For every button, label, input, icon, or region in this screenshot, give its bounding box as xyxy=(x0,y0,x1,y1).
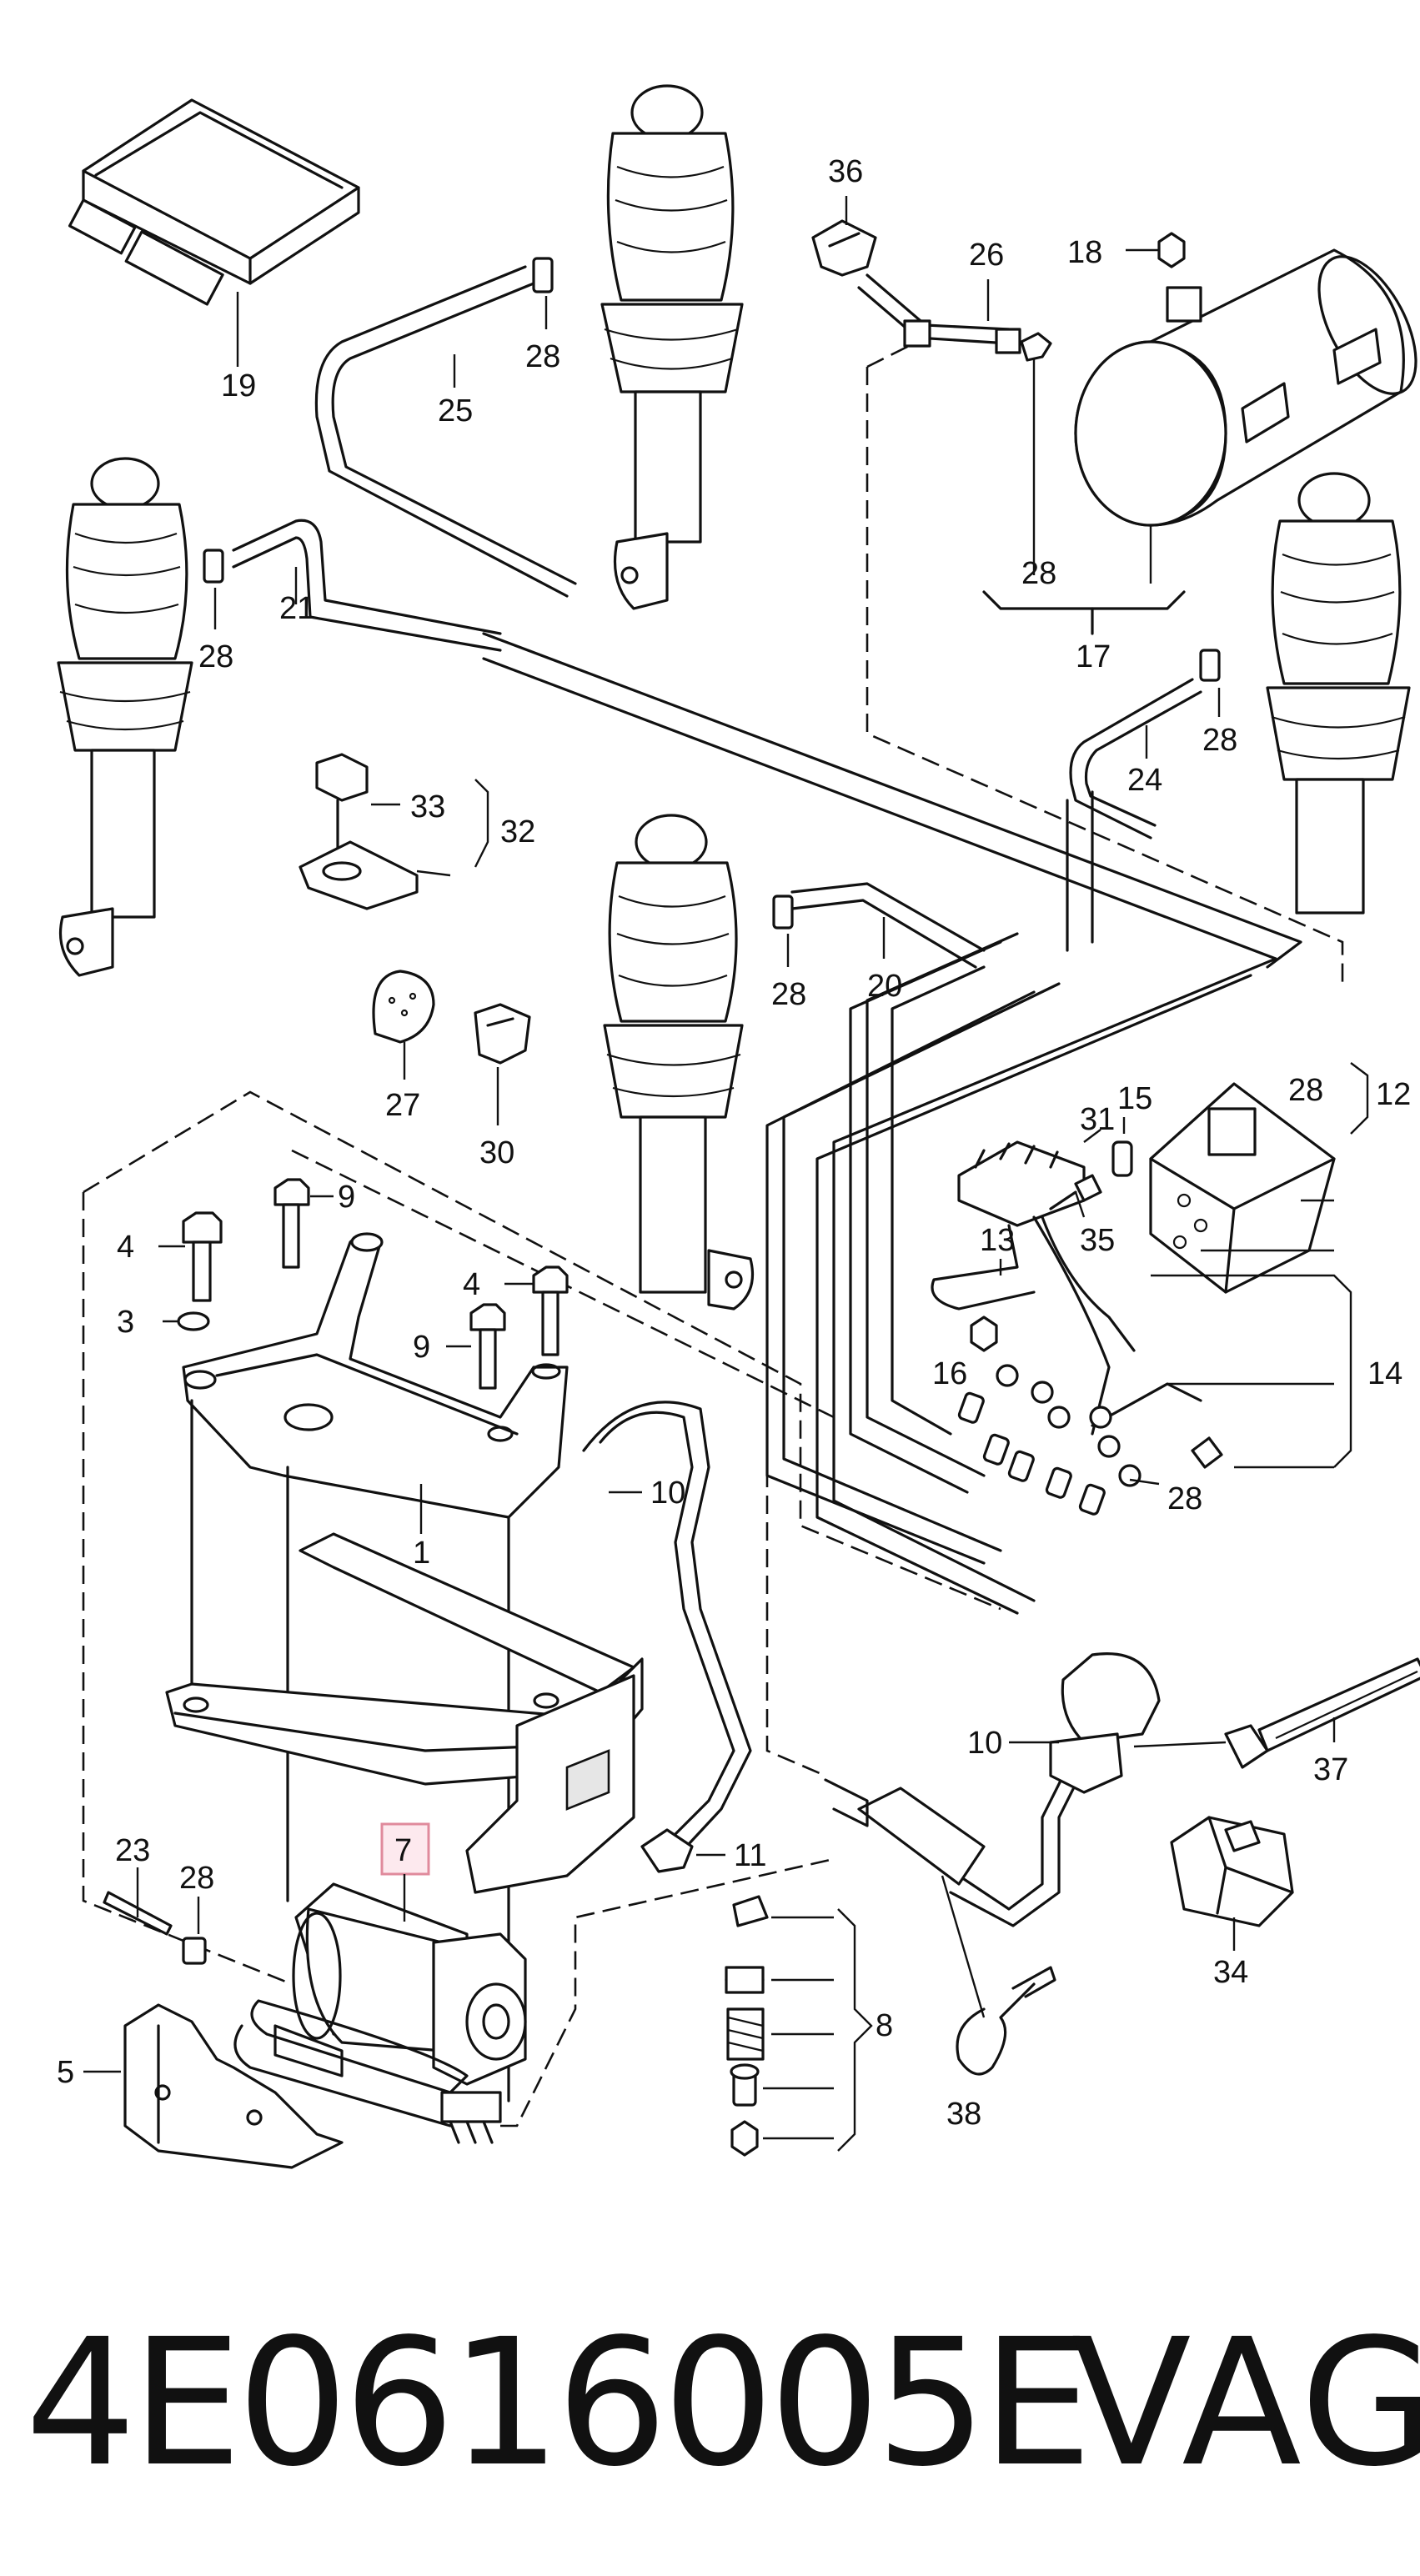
callout-4: 4 xyxy=(463,1267,480,1302)
fitting-28-b xyxy=(1020,332,1052,362)
callout-28: 28 xyxy=(771,977,806,1012)
callout-26: 26 xyxy=(969,238,1004,273)
callout-13: 13 xyxy=(980,1223,1015,1258)
callout-23: 23 xyxy=(115,1833,150,1868)
valve-block-12 xyxy=(1149,1062,1369,1294)
cable-tie-37 xyxy=(1133,1657,1420,1769)
callout-35: 35 xyxy=(1080,1223,1115,1258)
callout-31: 31 xyxy=(1080,1102,1115,1137)
line-24 xyxy=(1069,678,1202,839)
callout-3: 3 xyxy=(117,1305,134,1340)
pressure-reservoir xyxy=(982,248,1417,635)
clamp-11 xyxy=(640,1828,725,1873)
callout-28: 28 xyxy=(525,339,560,374)
bolt-4-left xyxy=(158,1211,223,1302)
callout-17: 17 xyxy=(1076,639,1111,674)
callout-9: 9 xyxy=(413,1330,430,1365)
clip-36 xyxy=(811,196,877,277)
callout-28: 28 xyxy=(1202,723,1237,758)
callout-24: 24 xyxy=(1127,763,1162,798)
valve-block-31 xyxy=(957,1129,1101,1227)
exploded-parts-diagram: 19 28 25 36 26 18 28 17 21 28 24 28 33 3… xyxy=(57,84,1420,2169)
bolt-4-right xyxy=(504,1265,569,1356)
bolt-9-left xyxy=(273,1178,334,1269)
footer: 4E0616005E VAG xyxy=(0,2301,1420,2551)
callout-25: 25 xyxy=(438,393,473,428)
line-20 xyxy=(790,882,986,969)
callout-19: 19 xyxy=(221,368,256,403)
callout-34: 34 xyxy=(1213,1955,1248,1990)
callout-28: 28 xyxy=(1167,1481,1202,1516)
grommets-14 xyxy=(957,1249,1352,1516)
air-strut-2 xyxy=(57,457,193,977)
callout-32: 32 xyxy=(500,814,535,849)
bracket-32 xyxy=(299,753,489,910)
air-strut-4 xyxy=(603,814,755,1311)
harness-13 xyxy=(931,1215,1202,1436)
callout-8: 8 xyxy=(876,2008,893,2043)
clamp-38 xyxy=(941,1875,1056,2076)
callout-37: 37 xyxy=(1313,1752,1348,1787)
bracket-5 xyxy=(83,2003,344,2169)
air-strut-3 xyxy=(1266,472,1411,915)
callout-10: 10 xyxy=(650,1476,685,1511)
fitting-28-d xyxy=(1199,649,1221,717)
callout-15: 15 xyxy=(1117,1081,1152,1116)
callout-4: 4 xyxy=(117,1230,134,1265)
clip-30 xyxy=(474,1003,531,1125)
callout-33: 33 xyxy=(410,789,445,824)
line-10 xyxy=(582,1401,752,1869)
fitting-28-a xyxy=(532,257,554,329)
callout-28: 28 xyxy=(179,1861,214,1896)
air-line-routing xyxy=(82,344,1344,2127)
callout-27: 27 xyxy=(385,1088,420,1123)
line-21 xyxy=(232,519,502,652)
air-strut-1 xyxy=(600,84,744,610)
callout-28: 28 xyxy=(198,639,233,674)
air-filter-10 xyxy=(824,1652,1161,1927)
control-unit xyxy=(68,98,360,367)
callout-1: 1 xyxy=(413,1536,430,1571)
mounting-frame-1 xyxy=(165,1232,644,2102)
compressor-7 xyxy=(233,1822,527,2144)
callout-30: 30 xyxy=(479,1135,514,1170)
sensor-35 xyxy=(1049,1174,1102,1218)
fitting-28-e xyxy=(772,895,794,967)
callout-14: 14 xyxy=(1367,1356,1402,1391)
callout-5: 5 xyxy=(57,2055,74,2090)
part-number: 4E0616005E xyxy=(25,2301,1092,2505)
callout-21: 21 xyxy=(279,591,314,626)
callout-12: 12 xyxy=(1376,1077,1411,1112)
callout-9: 9 xyxy=(338,1180,355,1215)
washer-3 xyxy=(163,1311,210,1331)
callout-16: 16 xyxy=(932,1356,967,1391)
callout-labels: 19 28 25 36 26 18 28 17 21 28 24 28 33 3… xyxy=(57,154,1411,2132)
callout-36: 36 xyxy=(828,154,863,189)
bolt-9-right xyxy=(446,1303,506,1390)
callout-28: 28 xyxy=(1021,556,1056,591)
callout-38: 38 xyxy=(946,2097,981,2132)
nut-18 xyxy=(1126,232,1186,268)
mounting-kit-8 xyxy=(725,1895,873,2157)
callout-11: 11 xyxy=(734,1838,766,1873)
line-25 xyxy=(314,265,577,598)
callout-7: 7 xyxy=(394,1833,412,1868)
nut-16 xyxy=(970,1316,998,1352)
callout-18: 18 xyxy=(1067,235,1102,270)
grommet-27 xyxy=(372,970,435,1080)
pin-23 xyxy=(103,1867,173,1936)
brand-name: VAG xyxy=(1071,2301,1420,2505)
line-26 xyxy=(857,273,1021,354)
sensor-15 xyxy=(1111,1117,1133,1177)
callout-28: 28 xyxy=(1288,1073,1323,1108)
callout-20: 20 xyxy=(867,969,902,1004)
fitting-28-f xyxy=(182,1897,207,1965)
fitting-28-c xyxy=(203,549,224,629)
clip-34 xyxy=(1170,1816,1294,1951)
callout-10: 10 xyxy=(967,1726,1002,1761)
